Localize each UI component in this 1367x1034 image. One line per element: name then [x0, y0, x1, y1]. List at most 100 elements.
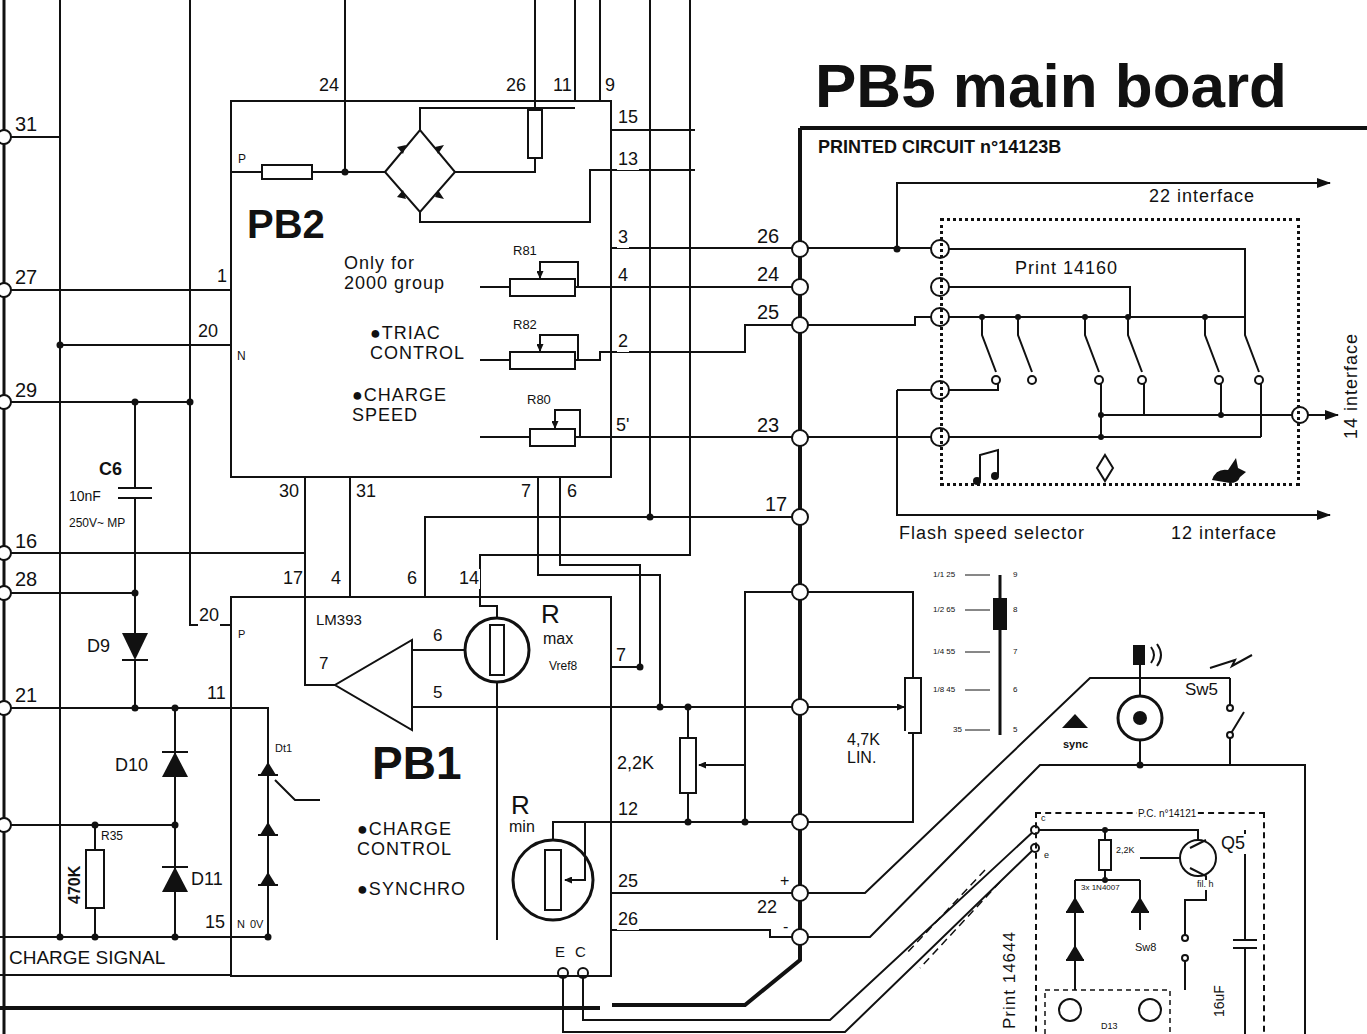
pin-label: 26: [617, 910, 639, 930]
pin-label: 5: [432, 684, 443, 703]
pin-label: 26: [756, 225, 780, 247]
pin-label: fil. h: [1196, 880, 1215, 890]
pin-label: max: [542, 630, 574, 648]
pin-label: D10: [114, 756, 149, 776]
pin-label: 16: [14, 530, 38, 552]
wire-connector: [612, 247, 940, 249]
pin-label: R: [510, 791, 531, 820]
node-text: ●TRIAC CONTROL: [370, 324, 490, 364]
pin-label: 8: [1012, 606, 1018, 615]
pin-label: D13: [1100, 1022, 1119, 1032]
pin-label: 21: [14, 684, 38, 706]
pin-label: 14 interface: [1342, 332, 1362, 440]
pin-label: 6: [406, 569, 418, 589]
pin-label: 2: [617, 332, 629, 352]
module-box: PB1 ●CHARGE CONTROL ●SYNCHRO: [230, 596, 612, 977]
pin-label: min: [508, 818, 536, 836]
module-box: PB2Only for 2000 group ●TRIAC CONTROL ●CHA…: [230, 100, 612, 478]
pin-label: 15: [204, 913, 226, 933]
pin-label: 3x 1N4007: [1080, 884, 1122, 893]
pin-label: E: [554, 944, 566, 961]
pin-label: 12 interface: [1170, 524, 1278, 544]
pin-label: Vref8: [548, 660, 578, 673]
node-text: ●SYNCHRO: [357, 880, 466, 900]
pin-label: 6: [432, 627, 443, 646]
pin-label: 4: [617, 266, 629, 286]
pin-label: Flash speed selector: [898, 524, 1086, 544]
pin-label: 22 interface: [1148, 187, 1256, 207]
pin-label: 7: [1012, 648, 1018, 657]
node-text: PB2: [247, 202, 325, 246]
pin-label: C6: [98, 460, 123, 480]
node-text: PB1: [372, 738, 461, 789]
pin-label: 22: [756, 898, 778, 918]
pin-label: D9: [86, 637, 111, 657]
pin-label: Sw8: [1134, 941, 1157, 953]
pin-label: 24: [756, 263, 780, 285]
pin-label: 31: [14, 113, 38, 135]
pin-label: R80: [526, 393, 552, 407]
pin-label: D11: [190, 870, 224, 890]
node-text: P.C. n°14121: [1137, 808, 1197, 819]
pin-label: LM393: [315, 612, 363, 629]
pin-label: 28: [14, 568, 38, 590]
pin-label: sync: [1062, 738, 1089, 750]
node-text: ●CHARGE SPEED: [352, 386, 477, 426]
pin-label: 6: [566, 482, 578, 502]
pin-label: 16uF: [1212, 984, 1227, 1018]
pin-label: R35: [100, 830, 124, 843]
pin-label: 11: [552, 76, 573, 96]
pin-label: 17: [282, 569, 304, 589]
pin-label: e: [1043, 851, 1050, 861]
pin-label: 0V: [249, 918, 264, 930]
pin-label: 1/1 25: [932, 571, 956, 580]
pin-label: 14: [458, 569, 480, 589]
sub-board: Print 14160: [940, 218, 1300, 486]
pin-label: 2,2K: [1115, 846, 1136, 856]
pin-label: 4: [330, 569, 342, 589]
diagram-title: PB5 main board: [815, 52, 1287, 120]
pin-label: 15: [617, 108, 639, 128]
pin-label: 470K: [66, 865, 84, 905]
pin-label: 2,2K: [616, 754, 655, 774]
node-text: Only for 2000 group: [344, 254, 456, 294]
pin-label: 20: [197, 322, 219, 342]
pin-label: R: [540, 600, 561, 629]
pin-label: 20: [198, 606, 220, 626]
pin-label: 1/8 45: [932, 686, 956, 695]
node-text: Print 14644: [1001, 931, 1020, 1029]
pin-label: 25: [617, 872, 639, 892]
pin-label: 4,7K LIN.: [846, 731, 908, 766]
pin-label: -: [782, 918, 789, 936]
pin-label: C: [574, 944, 587, 961]
pin-label: 30: [278, 482, 300, 502]
pin-label: 1: [216, 267, 228, 287]
pin-label: Q5: [1220, 834, 1246, 854]
pin-label: N: [236, 350, 247, 363]
pin-label: 35: [952, 726, 963, 735]
pin-label: Sw5: [1184, 681, 1219, 700]
pin-label: Dt1: [274, 742, 293, 754]
pin-label: 9: [604, 76, 616, 96]
pin-label: R81: [512, 244, 538, 258]
pin-label: 17: [764, 493, 788, 515]
pin-label: 24: [318, 76, 340, 96]
pin-label: 25: [756, 301, 780, 323]
pin-label: N: [236, 918, 246, 930]
pin-label: 26: [505, 76, 527, 96]
node-text: ●CHARGE CONTROL: [357, 820, 492, 860]
pin-label: CHARGE SIGNAL: [8, 948, 166, 969]
pin-label: 27: [14, 266, 38, 288]
pin-label: P: [237, 153, 247, 166]
pin-label: 29: [14, 379, 38, 401]
pin-label: +: [779, 872, 790, 890]
pin-label: 23: [756, 414, 780, 436]
pin-label: c: [1040, 814, 1047, 824]
pin-label: 250V~ MP: [68, 517, 126, 530]
pin-label: 1/4 55: [932, 648, 956, 657]
pin-label: 5': [615, 416, 630, 436]
pin-label: 6: [1012, 686, 1018, 695]
pin-label: 13: [617, 150, 639, 170]
pin-label: 11: [206, 684, 227, 704]
